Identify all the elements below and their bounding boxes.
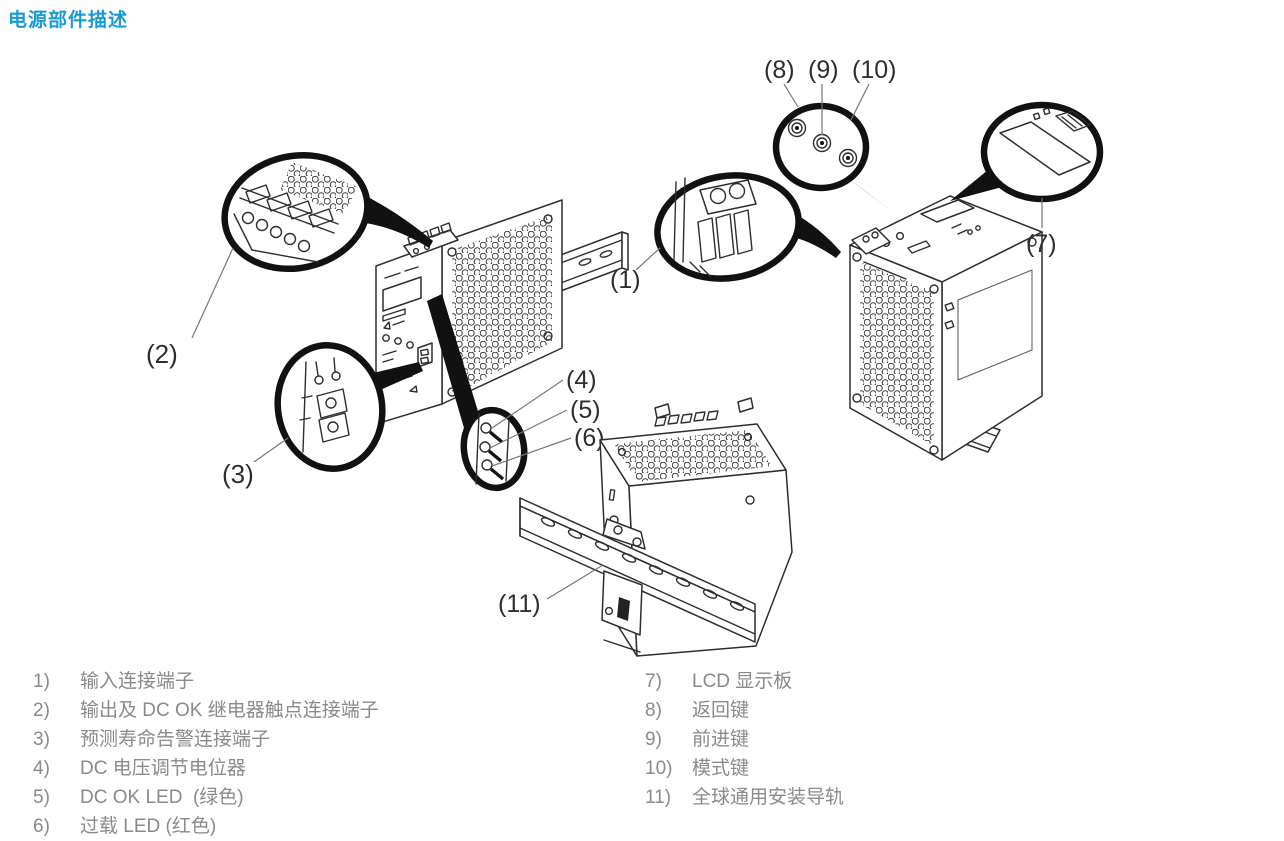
legend-text: 输入连接端子: [80, 671, 195, 692]
legend-item-5: 5) DC OK LED (绿色): [33, 783, 379, 812]
legend-text: 前进键: [692, 729, 750, 750]
callout-label-5: (5): [570, 396, 601, 424]
callout-label-6: (6): [574, 424, 605, 452]
legend-item-7: 7) LCD 显示板: [645, 667, 844, 696]
callout-input-terminals: (1): [610, 172, 841, 294]
legend-text: DC OK LED (绿色): [80, 787, 244, 808]
legend-num: 11): [645, 787, 672, 808]
callout-pot-and-leds: (4) (5) (6): [427, 294, 605, 492]
callout-keys: (8) (9) (10): [764, 56, 898, 216]
legend-num: 5): [33, 787, 50, 808]
legend-text: 预测寿命告警连接端子: [80, 729, 271, 750]
callout-label-7: (7): [1026, 230, 1057, 258]
legend-item-1: 1) 输入连接端子: [33, 667, 379, 696]
legend-num: 10): [645, 758, 673, 779]
callout-label-3: (3): [222, 459, 254, 489]
callout-alarm-connector: (3): [222, 342, 423, 489]
legend-item-10: 10) 模式键: [645, 754, 844, 783]
legend-item-8: 8) 返回键: [645, 696, 844, 725]
legend-num: 2): [33, 700, 50, 721]
legend-text: 过载 LED (红色): [80, 816, 217, 837]
rail-mount-figure: (11): [498, 397, 793, 657]
legend-num: 8): [645, 700, 662, 721]
universal-din-rail: [519, 497, 756, 643]
legend-text: 模式键: [692, 758, 750, 779]
key-buttons: [787, 118, 858, 168]
callout-label-8: (8): [764, 56, 795, 84]
legend-text: 返回键: [692, 700, 750, 721]
legend-item-9: 9) 前进键: [645, 725, 844, 754]
legend-column-left: 1) 输入连接端子 2) 输出及 DC OK 继电器触点连接端子 3) 预测寿命…: [33, 667, 379, 841]
legend-num: 7): [645, 671, 662, 692]
legend-num: 6): [33, 816, 50, 837]
legend-num: 4): [33, 758, 50, 779]
callout-output-terminals: (2): [146, 151, 433, 369]
legend-text: LCD 显示板: [692, 671, 793, 692]
callout-lcd-panel: (7): [950, 101, 1104, 258]
legend-num: 9): [645, 729, 662, 750]
callout-label-1: (1): [610, 266, 641, 294]
callout-label-4: (4): [566, 366, 597, 394]
callout-label-11: (11): [498, 590, 541, 618]
legend-text: 输出及 DC OK 继电器触点连接端子: [80, 700, 379, 721]
legend-text: 全球通用安装导轨: [692, 787, 845, 808]
legend-num: 3): [33, 729, 50, 750]
legend-item-2: 2) 输出及 DC OK 继电器触点连接端子: [33, 696, 379, 725]
legend-item-3: 3) 预测寿命告警连接端子: [33, 725, 379, 754]
legend-item-11: 11) 全球通用安装导轨: [645, 783, 844, 812]
legend-item-6: 6) 过载 LED (红色): [33, 812, 379, 841]
right-unit-body: [849, 195, 1043, 461]
callout-label-2: (2): [146, 339, 178, 369]
left-unit-figure: (2) (3): [146, 151, 629, 492]
legend-column-right: 7) LCD 显示板 8) 返回键 9) 前进键 10) 模式键 11) 全球通…: [645, 667, 844, 812]
din-clip: [601, 518, 646, 653]
legend-text: DC 电压调节电位器: [80, 758, 246, 779]
legend-num: 1): [33, 671, 50, 692]
callout-label-10: (10): [852, 56, 896, 84]
legend-item-4: 4) DC 电压调节电位器: [33, 754, 379, 783]
right-unit-figure: (1) (8) (9) (10): [610, 56, 1104, 461]
callout-label-9: (9): [808, 56, 839, 84]
page-title: 电源部件描述: [8, 10, 129, 31]
